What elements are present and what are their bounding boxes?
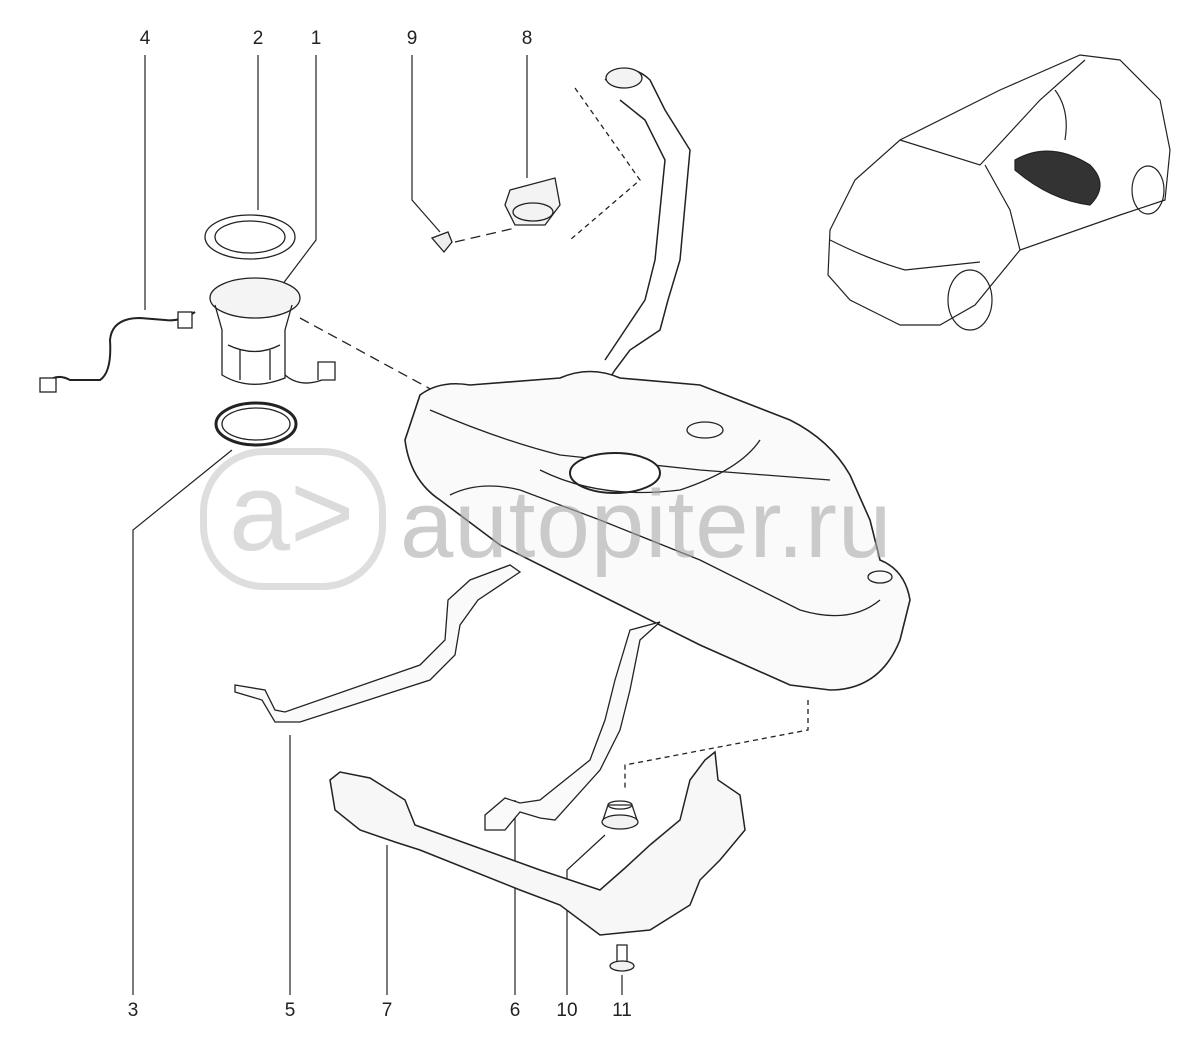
leader-10 [566, 834, 606, 995]
wiring-harness [44, 311, 196, 386]
filler-cover [504, 177, 561, 226]
filler-neck [601, 69, 691, 391]
callout-8: 8 [521, 28, 533, 49]
leader-1 [281, 55, 317, 286]
callout-11: 11 [612, 1000, 632, 1021]
callout-2: 2 [252, 28, 264, 49]
seal-ring [214, 401, 298, 447]
tank-strap-right [484, 621, 661, 831]
callout-5: 5 [284, 1000, 296, 1021]
callout-4: 4 [139, 28, 151, 49]
heat-shield [329, 750, 746, 936]
leader-9 [411, 55, 441, 233]
callout-3: 3 [127, 1000, 139, 1021]
fuel-pump-module [209, 277, 336, 385]
grommet [601, 800, 639, 830]
leader-3 [132, 449, 233, 995]
vehicle-location-sketch [827, 54, 1171, 331]
leader-lines [132, 55, 623, 995]
clip [430, 231, 453, 254]
callout-1: 1 [310, 28, 322, 49]
callout-6: 6 [509, 1000, 521, 1021]
callout-10: 10 [556, 1000, 578, 1021]
callout-7: 7 [381, 1000, 393, 1021]
fuel-tank [404, 370, 911, 691]
callout-9: 9 [406, 28, 418, 49]
tank-strap-left [234, 564, 522, 723]
lock-ring [204, 214, 296, 260]
push-clip [609, 944, 635, 972]
